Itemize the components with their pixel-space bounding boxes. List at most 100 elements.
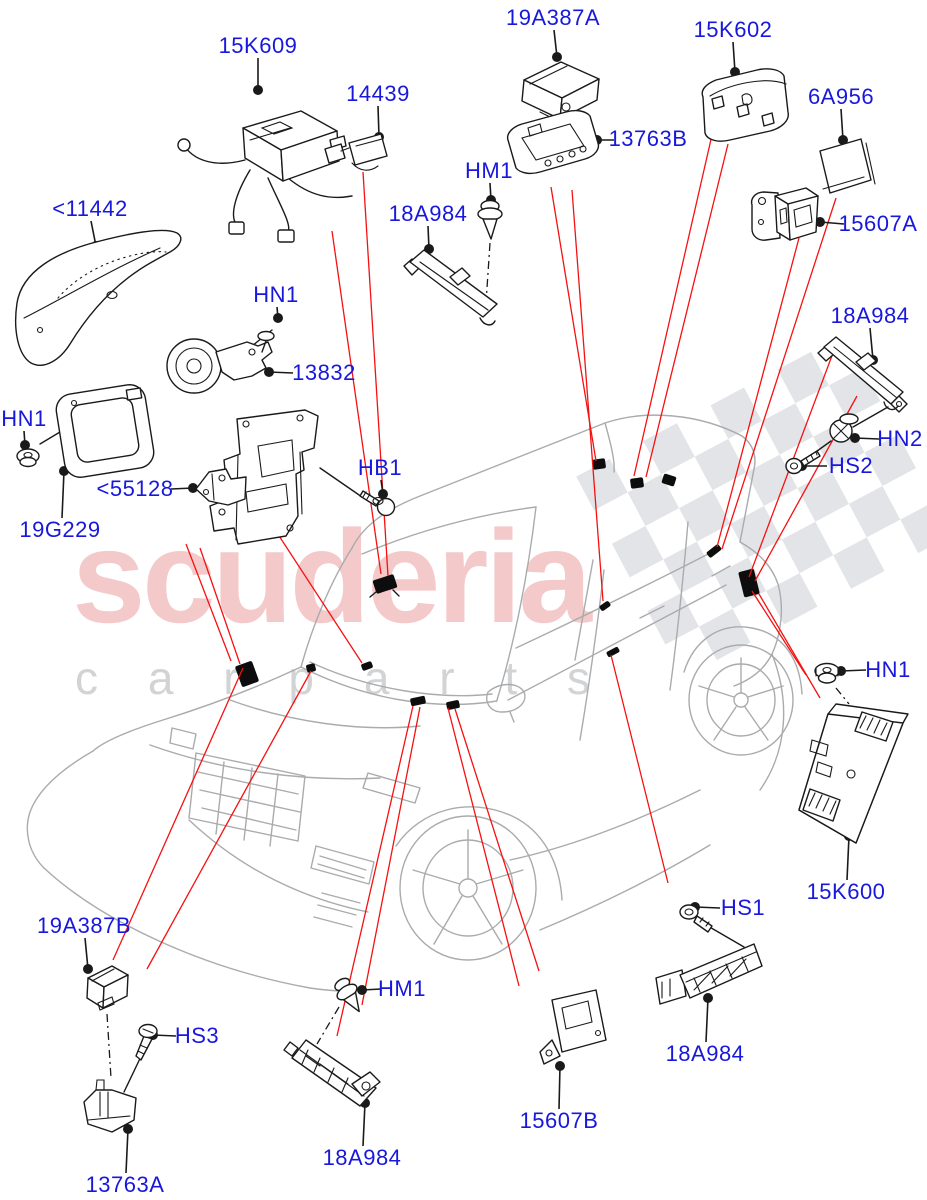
label-pointer-line — [377, 105, 380, 138]
label-dot — [20, 440, 30, 450]
part-18a984-antenna-bottom-drawing — [283, 1039, 381, 1107]
assembly-line — [852, 406, 889, 428]
flag-check — [643, 423, 695, 475]
leader-line — [758, 593, 821, 699]
leader-line — [571, 189, 604, 602]
part-label-13763b[interactable]: 13763B — [608, 126, 688, 151]
label-dot — [273, 313, 283, 323]
label-pointer-line — [705, 997, 709, 1043]
flag-check — [730, 505, 782, 558]
label-dot — [188, 483, 198, 493]
flag-check — [746, 454, 798, 506]
leader-line — [331, 230, 382, 575]
part-label-15607b[interactable]: 15607B — [519, 1108, 599, 1133]
part-label-18a984[interactable]: 18A984 — [388, 201, 468, 226]
flag-check — [694, 438, 747, 491]
part-hs1-screw-drawing — [679, 904, 713, 933]
watermark-subtitle: c a r p a r t s — [75, 652, 590, 704]
assembly-line — [369, 591, 377, 598]
part-label-13763a[interactable]: 13763A — [85, 1172, 165, 1197]
part-18a984-antenna-top-drawing — [403, 249, 498, 326]
location-marker — [410, 695, 426, 707]
part-label-hn1[interactable]: HN1 — [865, 657, 911, 682]
flag-check — [663, 541, 715, 594]
part-label-15607a[interactable]: 15607A — [838, 211, 918, 236]
flag-check — [761, 403, 814, 455]
label-dot — [378, 489, 388, 499]
checkered-flag-watermark — [576, 351, 927, 661]
label-pointer-line — [732, 41, 736, 73]
location-marker — [706, 544, 722, 558]
part-label-19a387a[interactable]: 19A387A — [505, 5, 601, 30]
part-label-hs1[interactable]: HS1 — [720, 895, 766, 920]
location-marker — [592, 458, 606, 470]
part-label-hm1[interactable]: HM1 — [465, 158, 513, 183]
part-label-14439[interactable]: 14439 — [346, 81, 410, 106]
part-label-6a956[interactable]: 6A956 — [807, 84, 875, 109]
part-label-15k600[interactable]: 15K600 — [806, 879, 886, 904]
flag-check — [848, 486, 901, 538]
leader-line — [146, 670, 312, 970]
part-label-15k609[interactable]: 15K609 — [218, 33, 298, 58]
leader-line — [447, 707, 520, 987]
part-label-11442[interactable]: <11442 — [52, 196, 128, 221]
part-hs3-screw-drawing — [135, 1023, 158, 1061]
label-dot — [264, 367, 274, 377]
watermark-title: scuderia — [72, 503, 594, 650]
part-label-hs2[interactable]: HS2 — [828, 453, 874, 478]
part-15k600-module-drawing — [798, 703, 909, 844]
flag-check — [833, 537, 885, 589]
flag-check — [611, 525, 664, 578]
part-label-13832[interactable]: 13832 — [292, 360, 356, 385]
label-pointer-line — [558, 1065, 561, 1110]
location-marker — [630, 477, 644, 489]
part-label-hb1[interactable]: HB1 — [357, 455, 403, 480]
leader-line — [610, 654, 669, 884]
part-19a387a-module-drawing — [521, 61, 600, 120]
part-label-55128[interactable]: <55128 — [96, 476, 174, 501]
leader-line — [199, 547, 241, 665]
part-label-18a984[interactable]: 18A984 — [665, 1041, 745, 1066]
flag-check — [900, 501, 927, 554]
part-label-18a984[interactable]: 18A984 — [322, 1145, 402, 1170]
label-dot — [838, 135, 848, 145]
part-hb1-bolt-drawing — [359, 490, 396, 517]
leader-line — [716, 237, 800, 548]
part-14439-cable-drawing — [324, 133, 388, 171]
assembly-lines — [20, 29, 889, 1174]
part-label-hn1[interactable]: HN1 — [253, 282, 299, 307]
leader-line — [361, 706, 421, 1006]
flag-check — [781, 521, 834, 574]
label-dot — [357, 985, 367, 995]
label-dot — [850, 433, 860, 443]
location-marker — [306, 663, 316, 673]
part-label-18a984[interactable]: 18A984 — [830, 303, 910, 328]
part-18a984-antenna-bottom-right-drawing — [655, 943, 763, 1005]
assembly-line — [319, 467, 363, 498]
label-pointer-line — [846, 835, 850, 881]
flag-check — [766, 573, 818, 625]
location-marker — [446, 700, 460, 710]
part-label-15k602[interactable]: 15K602 — [693, 17, 773, 42]
location-marker — [372, 574, 398, 594]
location-marker — [235, 661, 259, 687]
part-13763a-bracket-drawing — [83, 1079, 137, 1133]
flag-check — [797, 470, 849, 522]
part-hn1-nut-right-drawing — [814, 662, 840, 684]
flag-check — [576, 458, 628, 511]
flag-check — [710, 387, 762, 439]
flag-check — [864, 434, 916, 487]
part-label-hs3[interactable]: HS3 — [174, 1023, 220, 1048]
part-label-hn2[interactable]: HN2 — [877, 426, 923, 451]
part-label-hm1[interactable]: HM1 — [378, 976, 426, 1001]
part-15k609-module-drawing — [177, 110, 353, 243]
part-label-hn1[interactable]: HN1 — [1, 406, 47, 431]
part-label-19g229[interactable]: 19G229 — [19, 517, 101, 542]
label-dot — [123, 1124, 133, 1134]
location-marker — [606, 647, 620, 657]
part-hn2-nut-drawing — [829, 413, 859, 443]
label-pointer-line — [869, 327, 874, 361]
location-marker — [599, 601, 611, 611]
part-label-19a387b[interactable]: 19A387B — [36, 913, 132, 938]
